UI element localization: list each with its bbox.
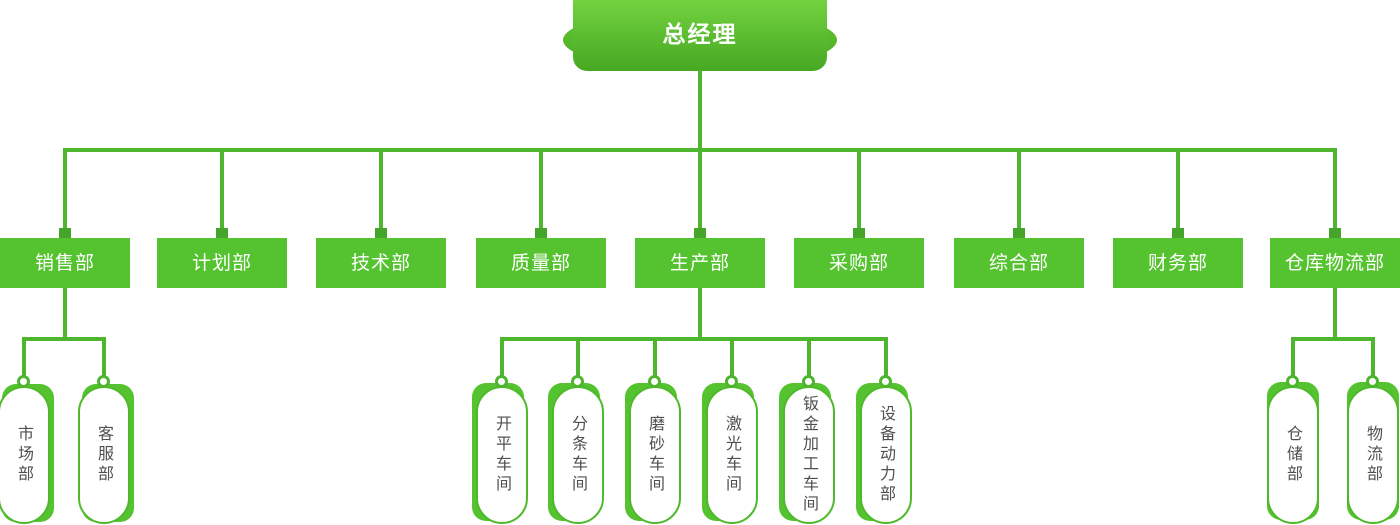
- root-node: [573, 0, 827, 71]
- connector-marker: [375, 228, 387, 238]
- pill-label: 分条车间: [569, 415, 588, 495]
- connector-stub: [1017, 150, 1021, 228]
- pill-label: 市场部: [15, 425, 34, 485]
- pill-slitting-workshop: 分条车间: [548, 383, 604, 524]
- dept-box-sales: 销售部: [0, 238, 130, 288]
- pill-body: 激光车间: [706, 386, 758, 524]
- connector-sales-drop: [63, 288, 67, 341]
- connector-ring: [97, 375, 110, 388]
- pill-body: 市场部: [0, 386, 50, 524]
- connector-production-bar: [500, 337, 888, 341]
- connector-stub: [576, 341, 580, 376]
- connector-ring: [571, 375, 584, 388]
- dept-box-warehouse-logistics: 仓库物流部: [1270, 238, 1400, 288]
- pill-body: 客服部: [78, 386, 130, 524]
- dept-box-production: 生产部: [635, 238, 765, 288]
- pill-label: 激光车间: [723, 415, 742, 495]
- connector-stub: [1333, 150, 1337, 228]
- pill-body: 物流部: [1347, 386, 1399, 524]
- connector-ring: [17, 375, 30, 388]
- dept-box-purchasing: 采购部: [794, 238, 924, 288]
- pill-label: 钣金加工车间: [800, 395, 819, 515]
- connector-sales-bar: [22, 337, 106, 341]
- connector-marker: [59, 228, 71, 238]
- pill-customer-service: 客服部: [78, 384, 134, 524]
- connector-marker: [535, 228, 547, 238]
- connector-marker: [694, 228, 706, 238]
- pill-equipment-power: 设备动力部: [856, 383, 912, 524]
- connector-stub: [857, 150, 861, 228]
- connector-stub: [220, 150, 224, 228]
- pill-label: 客服部: [95, 425, 114, 485]
- connector-stub: [653, 341, 657, 376]
- connector-stub: [730, 341, 734, 376]
- connector-ring: [879, 375, 892, 388]
- pill-flattening-workshop: 开平车间: [472, 383, 528, 524]
- connector-root-drop: [698, 70, 702, 148]
- dept-box-planning: 计划部: [157, 238, 287, 288]
- connector-warehouse-drop: [1333, 288, 1337, 341]
- pill-body: 设备动力部: [860, 386, 912, 524]
- pill-body: 仓储部: [1267, 386, 1319, 524]
- pill-body: 磨砂车间: [629, 386, 681, 524]
- pill-logistics: 物流部: [1347, 382, 1399, 524]
- pill-label: 物流部: [1364, 425, 1383, 485]
- connector-stub: [1291, 341, 1295, 376]
- connector-marker: [1013, 228, 1025, 238]
- connector-marker: [1172, 228, 1184, 238]
- pill-body: 开平车间: [476, 386, 528, 524]
- pill-storage: 仓储部: [1267, 382, 1319, 524]
- connector-stub: [22, 341, 26, 376]
- connector-warehouse-bar: [1291, 337, 1375, 341]
- pill-market: 市场部: [0, 384, 54, 524]
- dept-box-technology: 技术部: [316, 238, 446, 288]
- connector-marker: [216, 228, 228, 238]
- connector-ring: [725, 375, 738, 388]
- connector-stub: [698, 150, 702, 228]
- pill-body: 分条车间: [552, 386, 604, 524]
- pill-sheet-metal-workshop: 钣金加工车间: [779, 383, 835, 524]
- pill-label: 磨砂车间: [646, 415, 665, 495]
- dept-box-general-affairs: 综合部: [954, 238, 1084, 288]
- dept-box-quality: 质量部: [476, 238, 606, 288]
- connector-stub: [1371, 341, 1375, 376]
- connector-stub: [63, 150, 67, 228]
- pill-sanding-workshop: 磨砂车间: [625, 383, 681, 524]
- connector-marker: [853, 228, 865, 238]
- pill-label: 仓储部: [1284, 425, 1303, 485]
- connector-production-drop: [698, 288, 702, 341]
- root-node-label: 总经理: [662, 22, 738, 48]
- connector-ring: [495, 375, 508, 388]
- connector-stub: [500, 341, 504, 376]
- connector-ring: [802, 375, 815, 388]
- connector-stub: [102, 341, 106, 376]
- connector-ring: [1286, 375, 1299, 388]
- connector-marker: [1329, 228, 1341, 238]
- connector-stub: [884, 341, 888, 376]
- pill-laser-workshop: 激光车间: [702, 383, 758, 524]
- connector-ring: [648, 375, 661, 388]
- dept-box-finance: 财务部: [1113, 238, 1243, 288]
- connector-ring: [1366, 375, 1379, 388]
- pill-label: 开平车间: [493, 415, 512, 495]
- connector-stub: [539, 150, 543, 228]
- pill-label: 设备动力部: [877, 405, 896, 505]
- connector-stub: [379, 150, 383, 228]
- connector-stub: [807, 341, 811, 376]
- connector-stub: [1176, 150, 1180, 228]
- pill-body: 钣金加工车间: [783, 386, 835, 524]
